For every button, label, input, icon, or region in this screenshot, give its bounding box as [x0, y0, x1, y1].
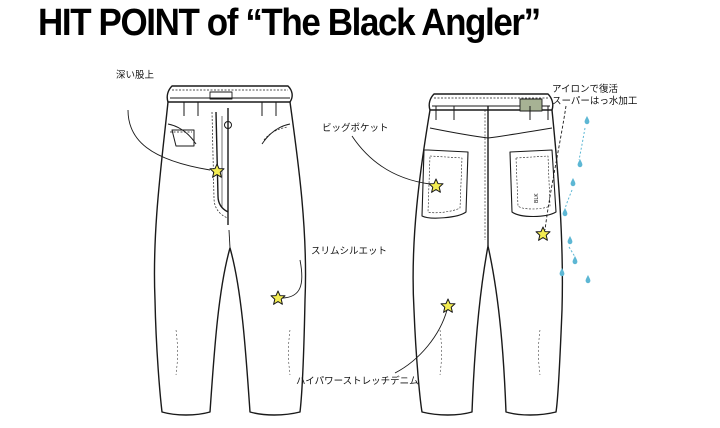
- water-drop-icon: [572, 256, 578, 265]
- front-pocket-right: [261, 123, 291, 145]
- water-drop-icon: [584, 116, 590, 125]
- front-pants: [153, 85, 307, 416]
- water-drop-icon: [567, 236, 573, 245]
- star-icon: [428, 178, 444, 193]
- leader-slim-silhouette: [282, 259, 303, 299]
- water-drop-icon: [562, 208, 568, 217]
- back-pocket-left: [421, 149, 469, 219]
- front-waistband: [166, 85, 293, 103]
- page-title: HIT POINT of “The Black Angler”: [38, 2, 541, 44]
- leader-stretch-denim: [394, 309, 448, 374]
- water-drop-icon: [570, 178, 576, 187]
- back-pocket-right: [509, 149, 557, 218]
- leader-water-repellent: [544, 105, 567, 231]
- callout-slim-silhouette: スリムシルエット: [311, 246, 388, 257]
- front-pants-outline: [153, 101, 307, 416]
- water-drop-icon: [585, 275, 591, 284]
- front-pocket-left: [167, 123, 197, 147]
- leader-big-pocket: [351, 135, 431, 185]
- water-drop-trails: [564, 127, 586, 258]
- water-drops: [559, 116, 591, 284]
- star-icon: [535, 226, 551, 241]
- back-pants: BLK: [412, 93, 564, 416]
- water-drop-icon: [559, 268, 565, 277]
- callout-stretch-denim: ハイパワーストレッチデニム: [296, 376, 419, 387]
- front-label-tab: [209, 91, 233, 100]
- callout-iron-restore-line1: アイロンで復活: [552, 84, 619, 95]
- star-icon: [270, 290, 286, 305]
- leader-deep-rise: [127, 109, 211, 171]
- back-pocket-label: BLK: [534, 193, 540, 203]
- callout-big-pocket: ビッグポケット: [322, 123, 389, 134]
- back-pants-outline: [412, 109, 564, 416]
- back-yoke: [429, 127, 553, 139]
- front-fly: [215, 108, 229, 225]
- callout-leaders: [127, 105, 567, 374]
- back-patch: [519, 98, 543, 112]
- callout-deep-rise: 深い股上: [116, 70, 155, 81]
- back-waistband: [428, 93, 554, 111]
- callout-iron-restore-line2: スーパーはっ水加工: [552, 96, 638, 107]
- water-drop-icon: [577, 159, 583, 168]
- star-icon: [440, 298, 456, 313]
